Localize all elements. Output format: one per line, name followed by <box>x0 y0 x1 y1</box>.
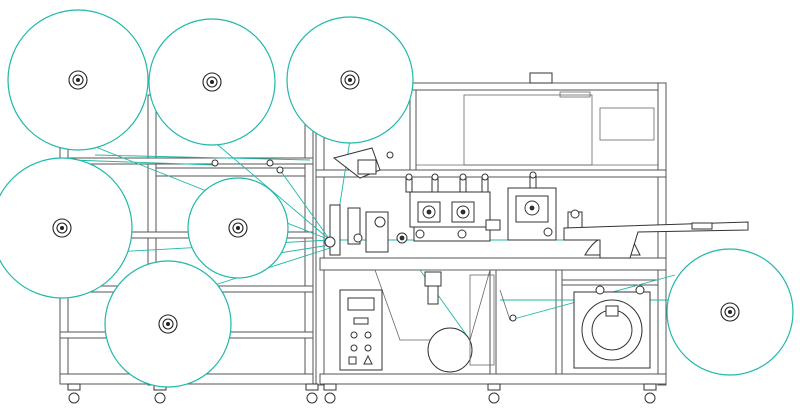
reel <box>0 157 133 299</box>
main-frame <box>315 72 667 386</box>
control-panel <box>339 289 383 371</box>
reel <box>148 18 276 146</box>
caster-wheel <box>67 383 81 404</box>
reel <box>7 9 149 151</box>
stop-button[interactable] <box>348 356 357 365</box>
caster-wheel <box>323 383 337 404</box>
caster-wheel <box>487 383 501 404</box>
reel <box>187 177 289 279</box>
lower-cabinet <box>339 269 651 373</box>
caster-wheel <box>305 383 319 404</box>
panel-knob[interactable] <box>350 344 358 352</box>
product-reel <box>666 248 794 376</box>
caster-wheel <box>643 383 657 404</box>
reel <box>104 260 232 388</box>
roller-stations <box>324 147 641 256</box>
warning-icon <box>363 354 373 365</box>
unwind-reels <box>0 9 414 388</box>
idler-rollers <box>211 151 394 174</box>
panel-knob[interactable] <box>364 331 372 339</box>
reel <box>286 16 414 144</box>
caster-wheels <box>67 383 657 404</box>
panel-knob[interactable] <box>350 331 358 339</box>
panel-knob[interactable] <box>364 344 372 352</box>
output-conveyor <box>563 221 749 259</box>
